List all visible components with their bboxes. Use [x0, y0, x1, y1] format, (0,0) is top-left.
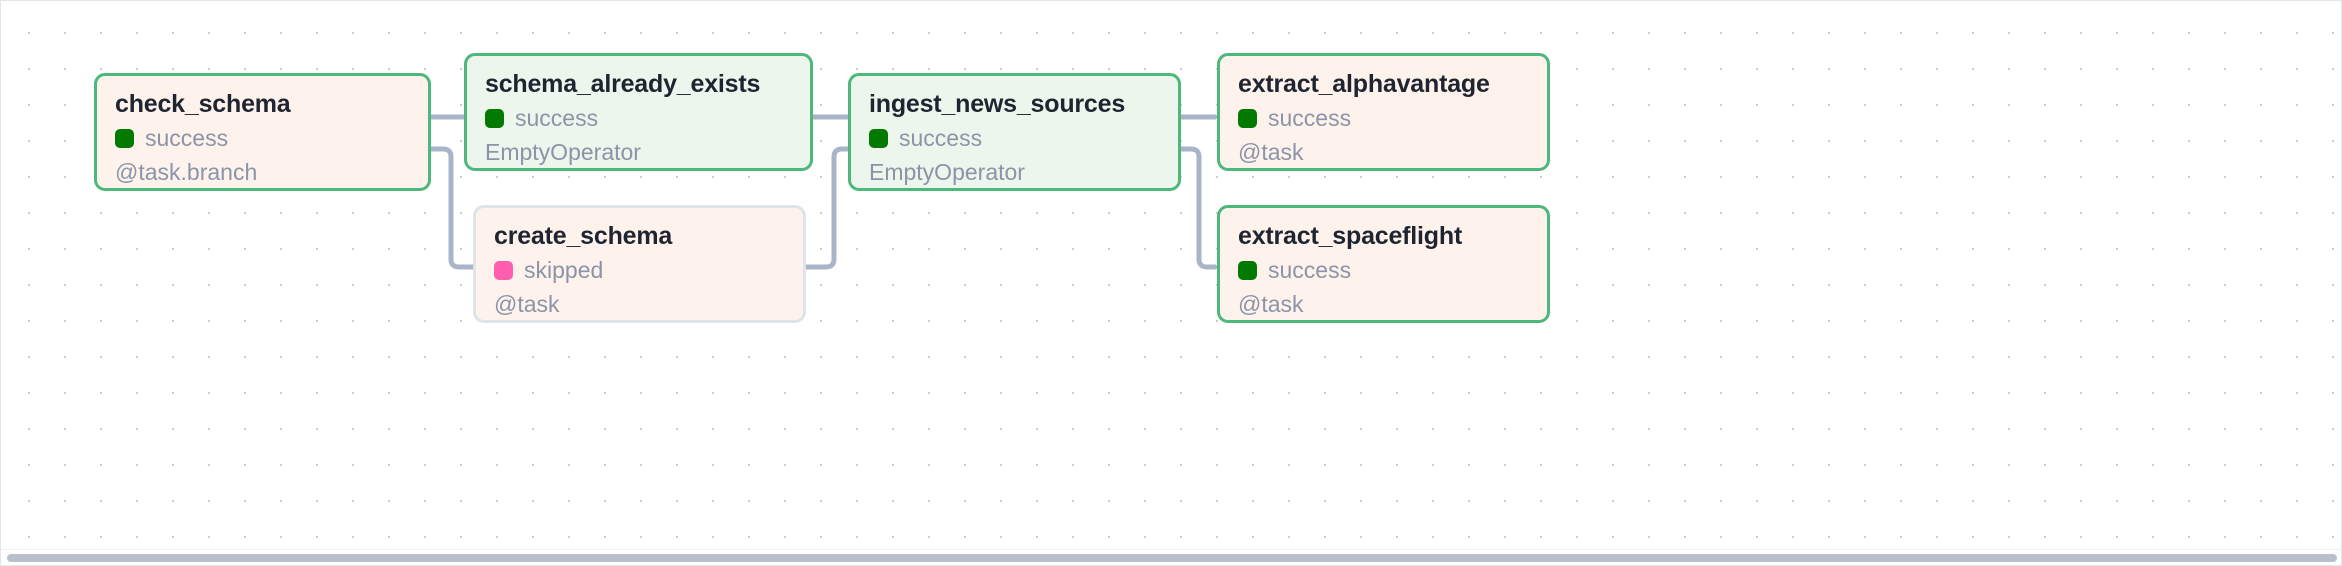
status-success-icon — [485, 109, 504, 128]
edge-ingest-news-sources-to-extract-spaceflight — [1178, 146, 1218, 270]
dag-node-ingest-news-sources[interactable]: ingest_news_sources success EmptyOperato… — [848, 73, 1181, 191]
node-status-row: skipped — [494, 259, 785, 282]
node-operator-label: @task — [494, 291, 560, 317]
dag-node-extract-spaceflight[interactable]: extract_spaceflight success @task — [1217, 205, 1550, 323]
node-status-row: success — [485, 107, 792, 130]
node-title: create_schema — [494, 222, 673, 250]
node-status-label: skipped — [524, 257, 604, 283]
horizontal-scrollbar-thumb[interactable] — [7, 554, 2337, 562]
horizontal-scrollbar-track[interactable] — [1, 549, 2341, 565]
status-success-icon — [869, 129, 888, 148]
dag-node-create-schema[interactable]: create_schema skipped @task — [473, 205, 806, 323]
status-success-icon — [1238, 109, 1257, 128]
status-success-icon — [1238, 261, 1257, 280]
node-operator-label: @task — [1238, 291, 1304, 317]
node-operator-label: EmptyOperator — [869, 159, 1025, 185]
dag-node-schema-already-exists[interactable]: schema_already_exists success EmptyOpera… — [464, 53, 813, 171]
dag-node-check-schema[interactable]: check_schema success @task.branch — [94, 73, 431, 191]
node-status-row: success — [115, 127, 410, 150]
node-status-label: success — [899, 125, 983, 151]
node-operator-label: @task.branch — [115, 159, 258, 185]
node-status-label: success — [515, 105, 599, 131]
node-title: extract_spaceflight — [1238, 222, 1463, 250]
node-title: check_schema — [115, 90, 291, 118]
node-status-label: success — [145, 125, 229, 151]
node-status-row: success — [1238, 107, 1529, 130]
node-status-row: success — [1238, 259, 1529, 282]
status-skipped-icon — [494, 261, 513, 280]
node-status-label: success — [1268, 257, 1352, 283]
node-operator-label: @task — [1238, 139, 1304, 165]
edge-create-schema-to-ingest-news-sources — [803, 146, 851, 270]
node-title: schema_already_exists — [485, 70, 761, 98]
node-operator-label: EmptyOperator — [485, 139, 641, 165]
dag-node-extract-alphavantage[interactable]: extract_alphavantage success @task — [1217, 53, 1550, 171]
node-title: ingest_news_sources — [869, 90, 1126, 118]
node-status-label: success — [1268, 105, 1352, 131]
node-title: extract_alphavantage — [1238, 70, 1490, 98]
status-success-icon — [115, 129, 134, 148]
node-status-row: success — [869, 127, 1160, 150]
